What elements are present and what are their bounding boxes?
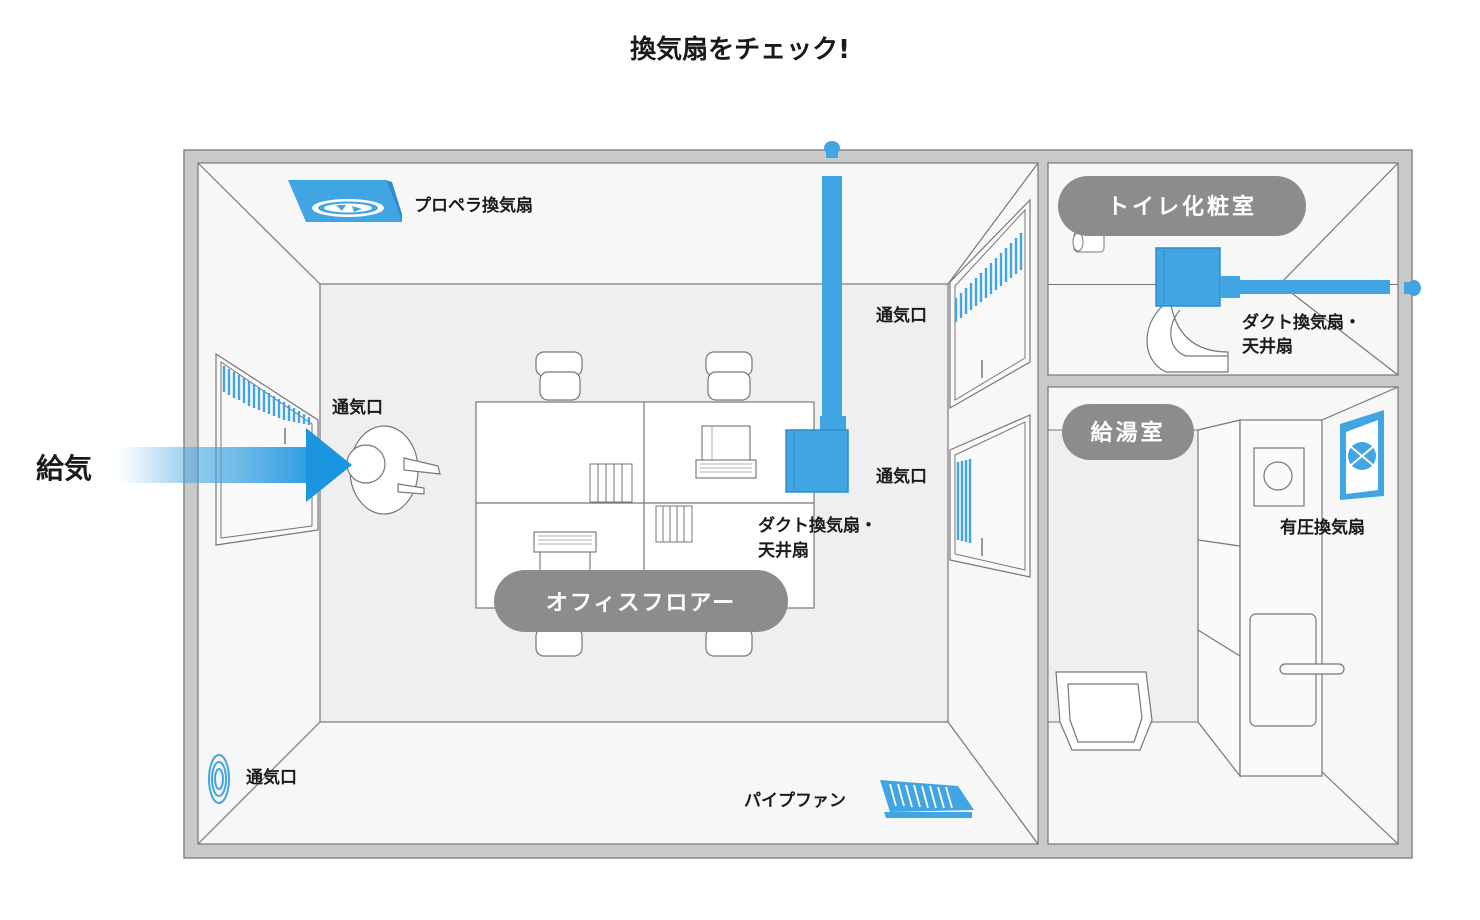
office-room-pill — [494, 570, 788, 632]
pipe-fan-label: パイプファン — [744, 790, 846, 811]
supply-air-label: 給気 — [36, 452, 92, 485]
duct-fan-office-label-line2: 天井扇 — [758, 540, 809, 561]
pipe-fan-icon — [880, 780, 974, 818]
toilet-room: トイレ化粧室 ダクト換気扇・ 天井扇 — [1047, 162, 1421, 376]
kitchenette-room: 給湯室 有圧換気扇 — [1047, 386, 1399, 845]
chair-icon — [705, 351, 753, 401]
pressure-fan-icon — [1340, 410, 1384, 500]
propeller-fan-label: プロペラ換気扇 — [414, 195, 533, 216]
trash-bin-icon — [1055, 671, 1153, 751]
vent-label-bottom-left: 通気口 — [246, 767, 297, 788]
right-vent-grille-mid — [956, 459, 972, 543]
chair-icon — [535, 351, 583, 401]
duct-fan-toilet-icon — [1155, 247, 1421, 307]
duct-fan-office-icon — [785, 141, 849, 493]
vent-label-right-top: 通気口 — [876, 305, 927, 326]
chair-icon — [535, 627, 583, 657]
duct-fan-office-label-line1: ダクト換気扇・ — [758, 515, 877, 536]
duct-fan-toilet-label-line2: 天井扇 — [1242, 336, 1293, 357]
page-title: 換気扇をチェック! — [630, 34, 850, 65]
toilet-room-pill — [1058, 176, 1306, 236]
vent-label-left: 通気口 — [332, 397, 383, 418]
duct-fan-toilet-label-line1: ダクト換気扇・ — [1242, 312, 1361, 333]
left-vent-grille — [222, 366, 311, 425]
supply-air-arrow — [118, 428, 352, 502]
propeller-fan-icon — [288, 180, 402, 222]
person-icon — [346, 425, 441, 515]
office-room: プロペラ換気扇 — [197, 141, 1039, 845]
cabinet-icon — [1197, 419, 1345, 778]
toilet-room-label: トイレ化粧室 — [1107, 194, 1257, 220]
kitchenette-room-label: 給湯室 — [1090, 420, 1165, 446]
chair-icon — [705, 627, 753, 657]
kitchenette-room-pill — [1062, 404, 1194, 460]
round-vent-icon — [208, 754, 230, 804]
right-vent-grille-top — [954, 233, 1023, 322]
vent-label-right-mid: 通気口 — [876, 466, 927, 487]
toilet-bowl-icon — [1146, 298, 1229, 373]
laptop-icon — [695, 425, 757, 479]
pressure-fan-label: 有圧換気扇 — [1280, 517, 1365, 538]
office-room-label: オフィスフロアー — [546, 591, 736, 616]
